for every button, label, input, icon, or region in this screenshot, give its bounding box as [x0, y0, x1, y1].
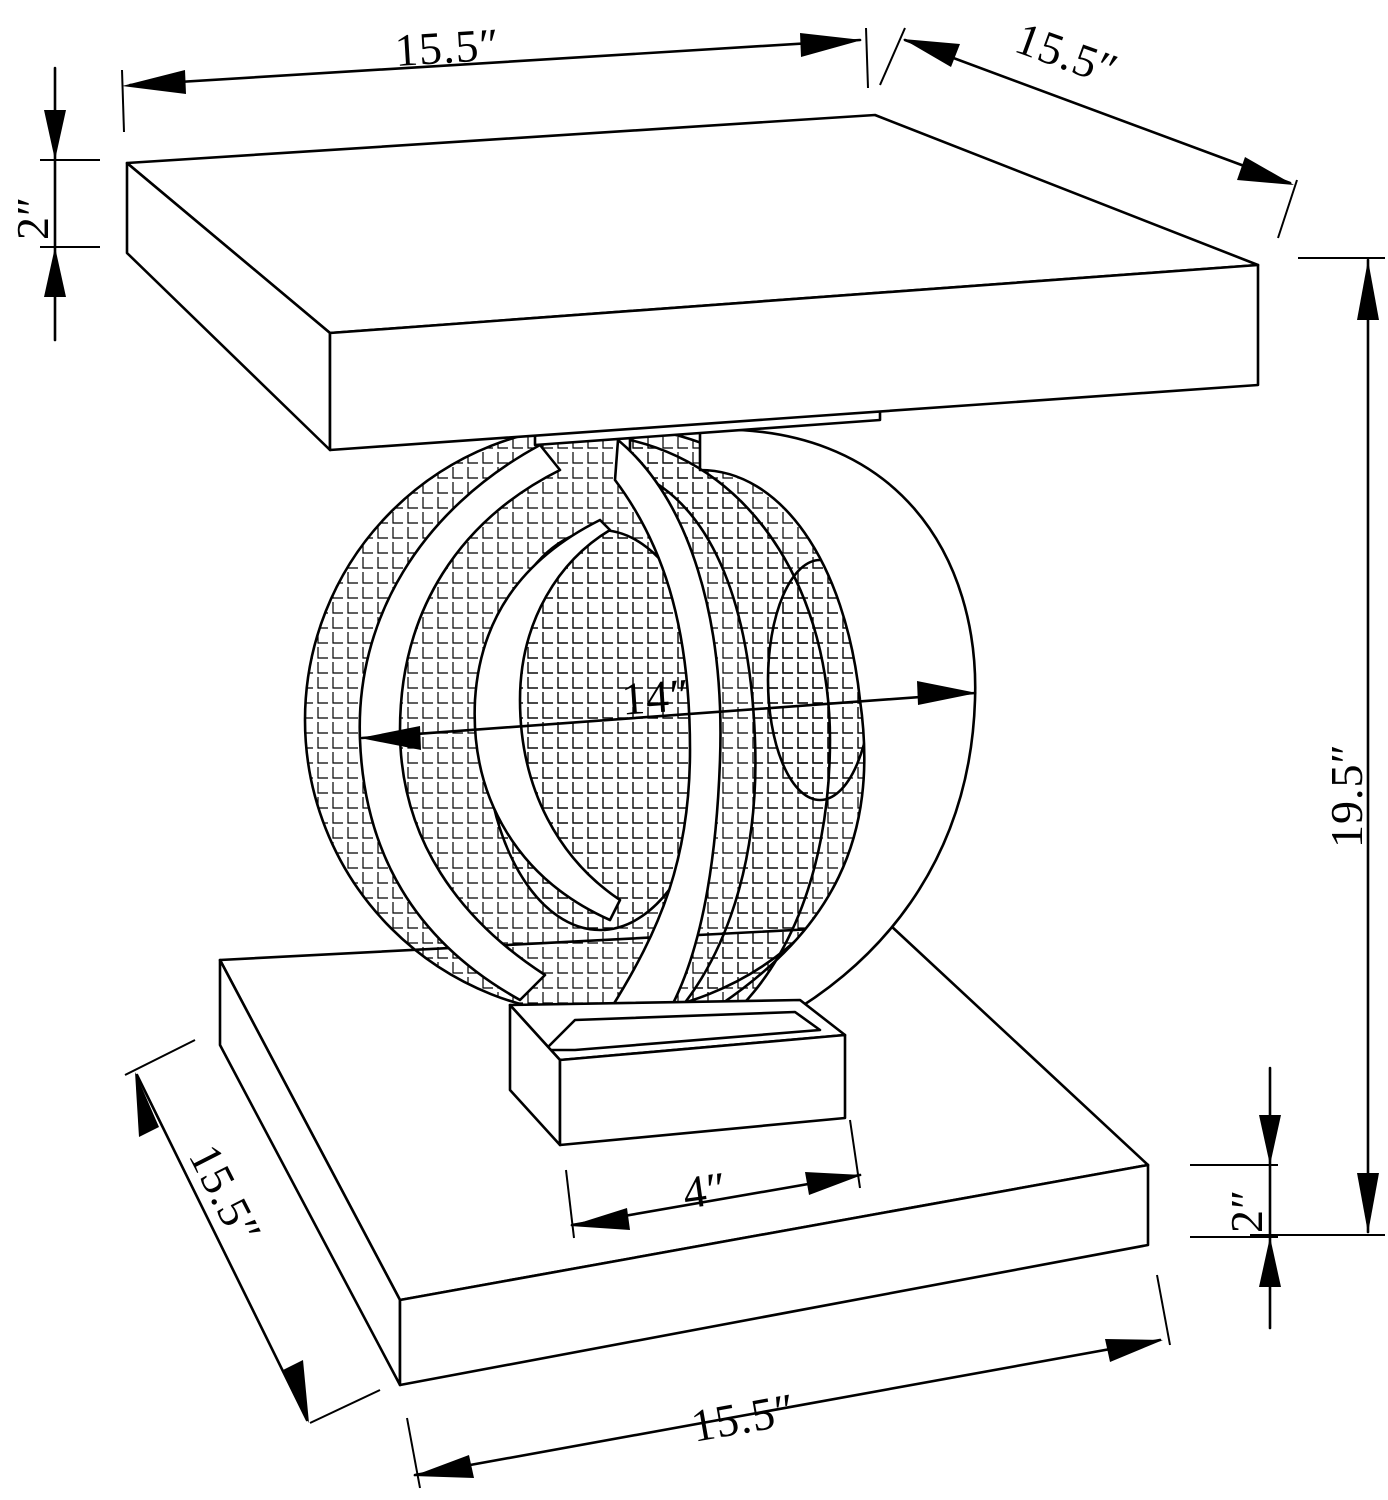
- dimension-pedestal-width: 4″: [565, 1119, 862, 1239]
- label-base-width: 15.5″: [687, 1383, 799, 1451]
- label-top-depth: 15.5″: [1009, 12, 1125, 96]
- label-ring-diameter: 14″: [620, 669, 692, 725]
- label-pedestal-width: 4″: [680, 1162, 731, 1219]
- table-top: [125, 113, 1260, 452]
- dimension-top-width: 15.5″: [121, 19, 869, 133]
- dimension-total-height: 19.5″: [1250, 257, 1385, 1236]
- label-base-depth: 15.5″: [179, 1136, 272, 1252]
- dimension-top-thickness: 2″: [7, 66, 100, 342]
- dimension-base-thickness: 2″: [1190, 1066, 1281, 1330]
- label-total-height: 19.5″: [1321, 743, 1372, 848]
- dimension-ring-diameter: 14″: [360, 669, 977, 750]
- label-top-thickness: 2″: [7, 196, 58, 240]
- pedestal-block: [508, 998, 847, 1147]
- label-top-width: 15.5″: [393, 19, 501, 76]
- label-base-thickness: 2″: [1221, 1189, 1272, 1233]
